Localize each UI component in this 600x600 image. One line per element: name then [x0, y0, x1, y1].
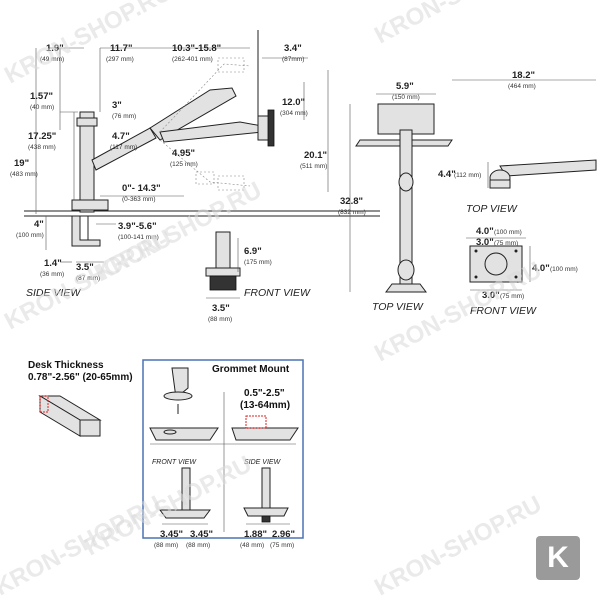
side-dim-9-sub: (304 mm) — [280, 110, 308, 117]
side-dim-11-sub: (483 mm) — [10, 171, 38, 178]
grommet-dim-4-main: 2.96" — [272, 529, 295, 540]
side-dim-7-main: 17.25" — [28, 131, 56, 142]
side-dim-8-sub: (117 mm) — [110, 144, 137, 151]
front-base-dim-1-main: 6.9" — [244, 246, 262, 257]
grommet-dim-2-main: 3.45" — [190, 529, 213, 540]
grommet-dim-1-main: 3.45" — [160, 529, 183, 540]
side-view-drawing — [24, 30, 380, 263]
top-arm-dim-2-main: 4.4" — [438, 169, 456, 180]
side-dim-15-sub: (100-141 mm) — [118, 234, 159, 241]
top-pole-dim-1-sub: (150 mm) — [392, 94, 420, 101]
side-dim-4-main: 3.4" — [284, 43, 302, 54]
vesa-dim-1-main: 4.0" — [476, 226, 494, 237]
side-dim-17-sub: (87 mm) — [76, 275, 100, 282]
side-view-label: SIDE VIEW — [26, 287, 81, 299]
side-dim-10-main: 20.1" — [304, 150, 327, 161]
top-arm-dim-1-main: 18.2" — [512, 70, 535, 81]
grommet-dim-3-sub: (48 mm) — [240, 542, 264, 549]
side-dim-17-main: 3.5" — [76, 262, 94, 273]
grommet-size-main: 0.5"-2.5" — [244, 388, 285, 399]
side-dim-8-main: 4.7" — [112, 131, 130, 142]
top-arm-dim-1-sub: (464 mm) — [508, 83, 536, 90]
vesa-dim-4-sub: (75 mm) — [500, 293, 524, 300]
side-dim-13-sub: (0-363 mm) — [122, 196, 156, 203]
watermark-8: KRON-SHOP.RU — [0, 491, 166, 600]
top-pole-dim-2-main: 32.8" — [340, 196, 363, 207]
top-pole-dim-1-main: 5.9" — [396, 81, 414, 92]
front-base-dim-2-main: 3.5" — [212, 303, 230, 314]
side-dim-3-main: 10.3"-15.8" — [172, 43, 221, 54]
vesa-dim-2-main: 3.0" — [476, 237, 494, 248]
vesa-dim-3-sub: (100 mm) — [550, 266, 578, 273]
desk-thickness-title: Desk Thickness — [28, 360, 104, 371]
grommet-dim-1-sub: (88 mm) — [154, 542, 178, 549]
side-dim-1-sub: (49 mm) — [40, 56, 64, 63]
grommet-size-sub: (13-64mm) — [240, 400, 290, 411]
top-pole-dim-2-sub: (832 mm) — [338, 209, 366, 216]
side-dim-16-main: 1.4" — [44, 258, 62, 269]
watermark-2: KRON-SHOP.RU — [370, 0, 546, 49]
side-dim-14-sub: (100 mm) — [16, 232, 44, 239]
grommet-dim-3-main: 1.88" — [244, 529, 267, 540]
side-dim-14-main: 4" — [34, 219, 44, 230]
front-view-base-drawing — [205, 231, 241, 299]
side-dim-12-main: 4.95" — [172, 148, 195, 159]
grommet-dim-4-sub: (75 mm) — [270, 542, 294, 549]
side-dim-4-sub: (87mm) — [282, 56, 304, 63]
front-base-view-label: FRONT VIEW — [244, 287, 311, 299]
vesa-dim-1-sub: (100 mm) — [494, 229, 522, 236]
grommet-mount-panel — [142, 359, 304, 539]
vesa-dim-4-main: 3.0" — [482, 290, 500, 301]
side-dim-6-main: 3" — [112, 100, 122, 111]
front-view-vesa-drawing — [466, 237, 531, 291]
side-dim-3-sub: (262-401 mm) — [172, 56, 213, 63]
grommet-dim-2-sub: (88 mm) — [186, 542, 210, 549]
side-dim-16-sub: (36 mm) — [40, 271, 64, 278]
side-dim-12-sub: (125 mm) — [170, 161, 198, 168]
desk-thickness-drawing — [38, 395, 102, 437]
front-base-dim-1-sub: (175 mm) — [244, 259, 272, 266]
top-view-arm-drawing — [452, 79, 597, 189]
side-dim-15-main: 3.9"-5.6" — [118, 221, 157, 232]
side-dim-2-main: 11.7" — [110, 43, 132, 54]
top-view-pole-drawing — [349, 93, 453, 293]
top-pole-view-label: TOP VIEW — [372, 301, 424, 313]
top-arm-dim-2-sub: (112 mm) — [454, 172, 481, 179]
side-dim-6-sub: (76 mm) — [112, 113, 136, 120]
front-base-dim-2-sub: (88 mm) — [208, 316, 232, 323]
vesa-dim-2-sub: (75 mm) — [494, 240, 518, 247]
top-arm-view-label: TOP VIEW — [466, 203, 518, 215]
desk-thickness-value: 0.78"-2.56" (20-65mm) — [28, 372, 133, 383]
grommet-side-label: SIDE VIEW — [244, 459, 282, 466]
side-dim-9-main: 12.0" — [282, 97, 305, 108]
vesa-view-label: FRONT VIEW — [470, 305, 537, 317]
side-dim-13-main: 0"- 14.3" — [122, 183, 161, 194]
grommet-front-label: FRONT VIEW — [152, 459, 197, 466]
watermark-7: KRON-SHOP.RU — [370, 491, 546, 600]
side-dim-2-sub: (297 mm) — [106, 56, 134, 63]
kron-shop-logo: K — [536, 536, 580, 580]
side-dim-5-main: 1.57" — [30, 91, 53, 102]
grommet-title: Grommet Mount — [212, 364, 290, 375]
side-dim-1-main: 1.9" — [46, 43, 64, 54]
side-dim-11-main: 19" — [14, 158, 29, 169]
side-dim-7-sub: (438 mm) — [28, 144, 56, 151]
side-dim-10-sub: (511 mm) — [300, 163, 327, 170]
vesa-dim-3-main: 4.0" — [532, 263, 550, 274]
watermark-1: KRON-SHOP.RU — [0, 0, 176, 89]
side-dim-5-sub: (40 mm) — [30, 104, 54, 111]
